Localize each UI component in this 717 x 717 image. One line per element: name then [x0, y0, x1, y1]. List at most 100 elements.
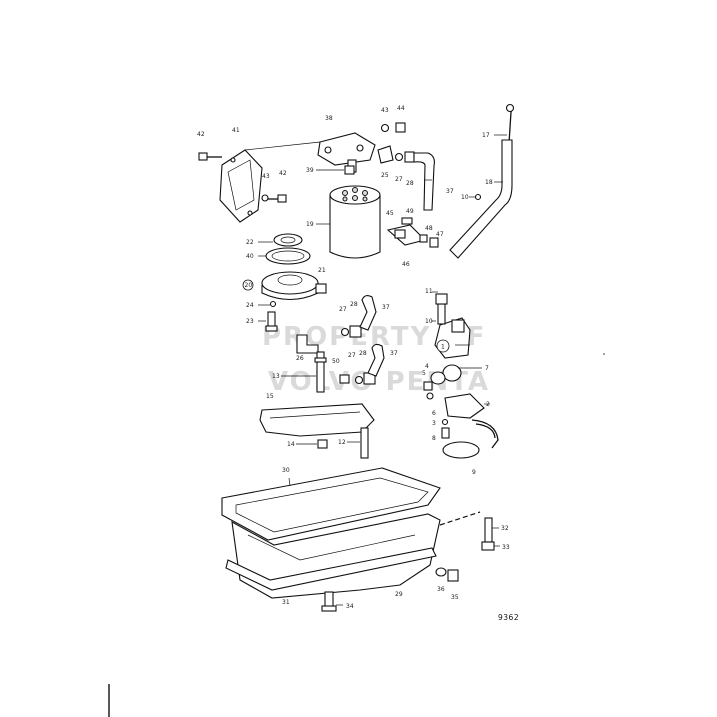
- dipstick-part-17: [505, 103, 515, 191]
- figure-number: 9362: [498, 613, 519, 622]
- nut-part-14: [317, 439, 328, 449]
- callout-49: 49: [406, 208, 414, 215]
- callout-28c: 28: [359, 350, 367, 357]
- callout-13: 13: [272, 373, 280, 380]
- callout-20: 20: [245, 282, 253, 289]
- callout-4: 4: [425, 363, 429, 370]
- nut-part-28b: [349, 325, 362, 338]
- baffle-part-15: [259, 403, 375, 437]
- callout-29: 29: [395, 591, 403, 598]
- callout-10a: 10: [461, 194, 469, 201]
- nipple-part-39: [344, 165, 355, 175]
- callout-8: 8: [432, 435, 436, 442]
- callout-3: 3: [432, 420, 436, 427]
- callout-39: 39: [306, 167, 314, 174]
- leader-lines: [258, 134, 507, 606]
- adapter-part-20: [261, 271, 327, 301]
- washer-part-27b: [340, 327, 350, 337]
- callout-24: 24: [246, 302, 254, 309]
- gear-part-7: [430, 364, 462, 385]
- callout-15: 15: [266, 393, 274, 400]
- callout-47: 47: [436, 231, 444, 238]
- gear-part-10b: [435, 293, 448, 305]
- nut-part-33: [481, 541, 495, 551]
- callout-2: 2: [486, 401, 490, 408]
- callout-43a: 43: [381, 107, 389, 114]
- callout-1: 1: [441, 344, 445, 351]
- bracket-part-41: [219, 149, 263, 223]
- callout-30: 30: [282, 467, 290, 474]
- washer-part-43b: [380, 123, 390, 133]
- callout-9: 9: [472, 469, 476, 476]
- washer-part-48: [419, 234, 428, 243]
- oil-filter-part-19: [329, 185, 381, 259]
- nut-part-44: [395, 122, 406, 133]
- callout-27c: 27: [348, 352, 356, 359]
- callout-41: 41: [232, 127, 240, 134]
- callout-36: 36: [437, 586, 445, 593]
- callout-numbers: 1 2 3 4 5 6 7 8 9 10 10 11 12 13 14 15 1…: [197, 105, 510, 610]
- pump-cover-part-2: [444, 393, 485, 419]
- callout-12: 12: [338, 439, 346, 446]
- bolt-part-34: [321, 591, 337, 612]
- filter-head-part-38: [317, 132, 376, 173]
- dashed-leader: [439, 511, 481, 526]
- hose-part-37a: [413, 152, 435, 211]
- bolt-part-49: [401, 217, 413, 225]
- callout-circle-20: [242, 279, 254, 291]
- callout-34: 34: [346, 603, 354, 610]
- callout-27a: 27: [395, 176, 403, 183]
- washer-part-27a: [394, 152, 404, 162]
- washer-part-43a: [261, 194, 269, 202]
- hose-part-37b: [359, 294, 377, 331]
- callout-7: 7: [485, 365, 489, 372]
- callout-28b: 28: [350, 301, 358, 308]
- callout-28a: 28: [406, 180, 414, 187]
- callout-45: 45: [386, 210, 394, 217]
- callout-42b: 42: [279, 170, 287, 177]
- union-part-25: [377, 145, 394, 164]
- bolt-part-23: [265, 311, 278, 332]
- callout-48: 48: [425, 225, 433, 232]
- callout-33: 33: [502, 544, 510, 551]
- washer-part-3: [441, 418, 449, 426]
- callout-5: 5: [422, 370, 426, 377]
- callout-27b: 27: [339, 306, 347, 313]
- callout-25: 25: [381, 172, 389, 179]
- gasket-part-22: [273, 233, 303, 247]
- hose-part-37c: [367, 343, 385, 377]
- nut-part-47: [429, 237, 439, 248]
- bolt-part-8: [441, 427, 450, 439]
- callout-42a: 42: [197, 131, 205, 138]
- strainer-part-9: [442, 419, 499, 459]
- callout-circle-1: [436, 339, 450, 353]
- callout-21: 21: [318, 267, 326, 274]
- callout-43b: 43: [262, 173, 270, 180]
- callout-40: 40: [246, 253, 254, 260]
- clip-part-10a: [474, 193, 482, 201]
- callout-14: 14: [287, 441, 295, 448]
- drain-plug-part-35: [447, 569, 459, 582]
- callout-18: 18: [485, 179, 493, 186]
- callout-17: 17: [482, 132, 490, 139]
- callout-37b: 37: [382, 304, 390, 311]
- washer-part-27c: [354, 375, 364, 385]
- fitting-part-50: [339, 374, 350, 384]
- callout-50: 50: [332, 358, 340, 365]
- pickup-tube-part-13: [314, 351, 327, 393]
- bolt-part-12: [360, 427, 369, 459]
- callout-46: 46: [402, 261, 410, 268]
- elbow-part-26: [296, 334, 319, 354]
- bolt-part-42a: [198, 152, 222, 161]
- scan-speck: [603, 353, 605, 355]
- gasket-part-30: [221, 467, 441, 541]
- leader-line: [244, 141, 321, 151]
- callout-11: 11: [425, 288, 433, 295]
- bolt-part-42b: [268, 194, 287, 203]
- washer-part-24: [269, 300, 277, 308]
- callout-31: 31: [282, 599, 290, 606]
- callout-26: 26: [296, 355, 304, 362]
- callout-35: 35: [451, 594, 459, 601]
